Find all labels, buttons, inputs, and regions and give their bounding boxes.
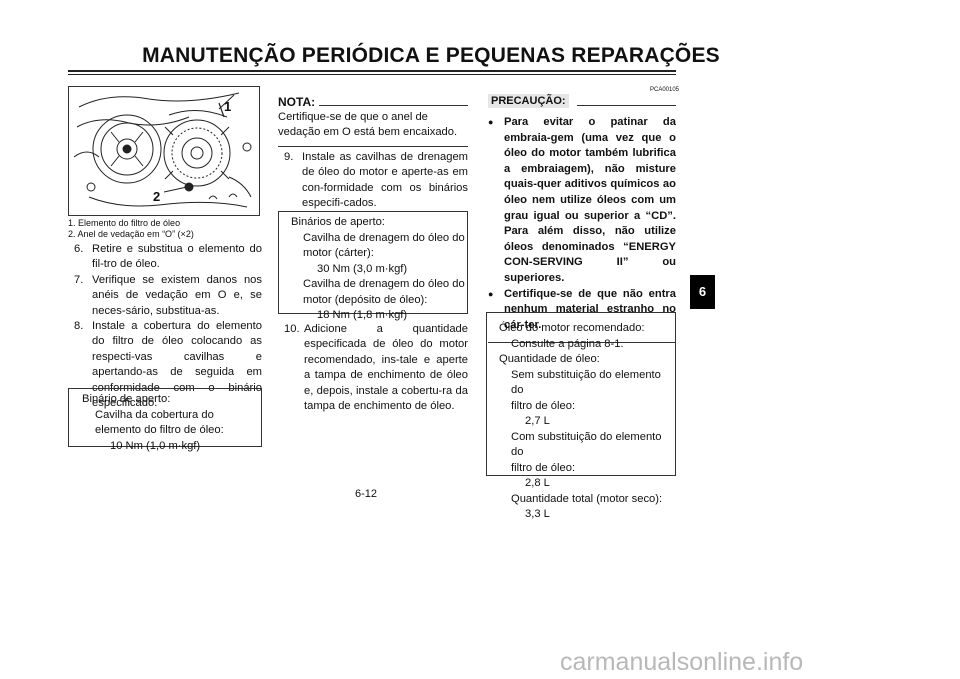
oil-value: 2,8 L xyxy=(525,477,550,489)
torque-label: Cavilha de drenagem do óleo do xyxy=(303,231,465,244)
step-10: 10. Adicione a quantidade especificada d… xyxy=(284,322,468,414)
step-number: 10. xyxy=(284,323,300,335)
caution-bullets: ● Para evitar o patinar da embraia-gem (… xyxy=(488,115,676,333)
oil-label: filtro de óleo: xyxy=(511,399,576,412)
page-number: 6-12 xyxy=(355,488,378,500)
watermark: carmanualsonline.info xyxy=(560,648,804,676)
oil-heading: Óleo do motor recomendado: xyxy=(499,322,645,334)
torque-box-cover: Binário de aperto: Cavilha da cobertura … xyxy=(68,388,262,452)
caution-rule xyxy=(576,105,676,106)
torque-value: 18 Nm (1,8 m·kgf) xyxy=(317,309,408,321)
caption-1: 1. Elemento do filtro de óleo xyxy=(68,218,181,228)
nota-text: Certifique-se de que o anel de vedação e… xyxy=(278,111,458,139)
nota-heading: NOTA: xyxy=(278,95,316,109)
caution-bullet: ● Para evitar o patinar da embraia-gem (… xyxy=(488,115,676,287)
oil-qty-heading: Quantidade de óleo: xyxy=(499,353,600,365)
oil-label: filtro de óleo: xyxy=(511,461,576,474)
step-8: 8. Instale a cobertura do elemento do fi… xyxy=(74,319,262,411)
step-text: Adicione a quantidade especificada de ól… xyxy=(304,323,468,413)
torque-heading: Binários de aperto: xyxy=(291,216,385,228)
step-text: Retire e substitua o elemento do fil-tro… xyxy=(92,243,262,271)
torque-label: Cavilha de drenagem do óleo do xyxy=(303,278,465,290)
torque-box-drain: Binários de aperto: Cavilha de drenagem … xyxy=(278,211,468,321)
nota-end-rule xyxy=(278,145,468,147)
left-steps: 6. Retire e substitua o elemento do fil-… xyxy=(74,242,262,411)
step-text: Verifique se existem danos nos anéis de … xyxy=(92,273,262,317)
middle-step-10: 10. Adicione a quantidade especificada d… xyxy=(284,322,468,414)
torque-label: elemento do filtro de óleo: xyxy=(95,424,224,436)
caution-code: PCA00105 xyxy=(650,87,680,93)
chapter-tab: 6 xyxy=(690,275,715,309)
caution-heading: PRECAUÇÃO: xyxy=(488,94,569,108)
torque-heading: Binário de aperto: xyxy=(82,393,171,405)
torque-label: Cavilha da cobertura do xyxy=(95,408,214,421)
step-text: Instale as cavilhas de drenagem de óleo … xyxy=(302,151,468,210)
torque-label: motor (cárter): xyxy=(303,247,374,259)
caution-bullet: ● Certifique-se de que não entra nenhum … xyxy=(488,287,676,334)
step-number: 6. xyxy=(74,243,84,255)
caution-section: PRECAUÇÃO: ● Para evitar o patinar da em… xyxy=(488,94,676,344)
nota-section: NOTA: Certifique-se de que o anel de ved… xyxy=(278,95,468,147)
oil-label: Sem substituição do elemento do xyxy=(511,368,661,397)
oil-ref: Consulte a página 8-1. xyxy=(511,337,624,350)
callout-1: 1 xyxy=(224,99,231,114)
caption-2: 2. Anel de vedação em “O” (×2) xyxy=(68,229,194,239)
step-number: 8. xyxy=(74,320,84,333)
step-number: 7. xyxy=(74,273,84,286)
torque-value: 30 Nm (3,0 m·kgf) xyxy=(317,262,408,275)
torque-label: motor (depósito de óleo): xyxy=(303,293,428,306)
page-title: MANUTENÇÃO PERIÓDICA E PEQUENAS REPARAÇÕ… xyxy=(142,44,720,67)
oil-label: Quantidade total (motor seco): xyxy=(511,492,663,505)
caution-text: Certifique-se de que não entra nenhum ma… xyxy=(504,287,676,331)
oil-spec-box: Óleo do motor recomendado: Consulte a pá… xyxy=(486,312,676,520)
figure-captions: 1. Elemento do filtro de óleo 2. Anel de… xyxy=(68,218,268,240)
middle-step-9: 9. Instale as cavilhas de drenagem de ól… xyxy=(284,150,468,212)
bullet-icon: ● xyxy=(488,288,494,299)
callout-2: 2 xyxy=(153,189,160,204)
torque-value: 10 Nm (1,0 m·kgf) xyxy=(110,439,201,452)
step-text: Instale a cobertura do elemento do filtr… xyxy=(92,320,262,410)
step-9: 9. Instale as cavilhas de drenagem de ól… xyxy=(284,150,468,212)
step-7: 7. Verifique se existem danos nos anéis … xyxy=(74,273,262,319)
oil-value: 3,3 L xyxy=(525,508,550,520)
nota-rule xyxy=(319,105,468,106)
title-rule xyxy=(68,70,676,72)
oil-label: Com substituição do elemento do xyxy=(511,430,662,459)
caution-text: Para evitar o patinar da embraia-gem (um… xyxy=(504,116,676,284)
engine-cover-drawing: 1 2 xyxy=(73,92,252,208)
caution-end-rule xyxy=(488,342,676,344)
title-rule-thin xyxy=(68,74,676,75)
step-6: 6. Retire e substitua o elemento do fil-… xyxy=(74,242,262,273)
step-number: 9. xyxy=(284,151,294,163)
bullet-icon: ● xyxy=(488,117,494,127)
oil-filter-illustration: 1 2 xyxy=(68,86,260,216)
oil-value: 2,7 L xyxy=(525,415,550,427)
